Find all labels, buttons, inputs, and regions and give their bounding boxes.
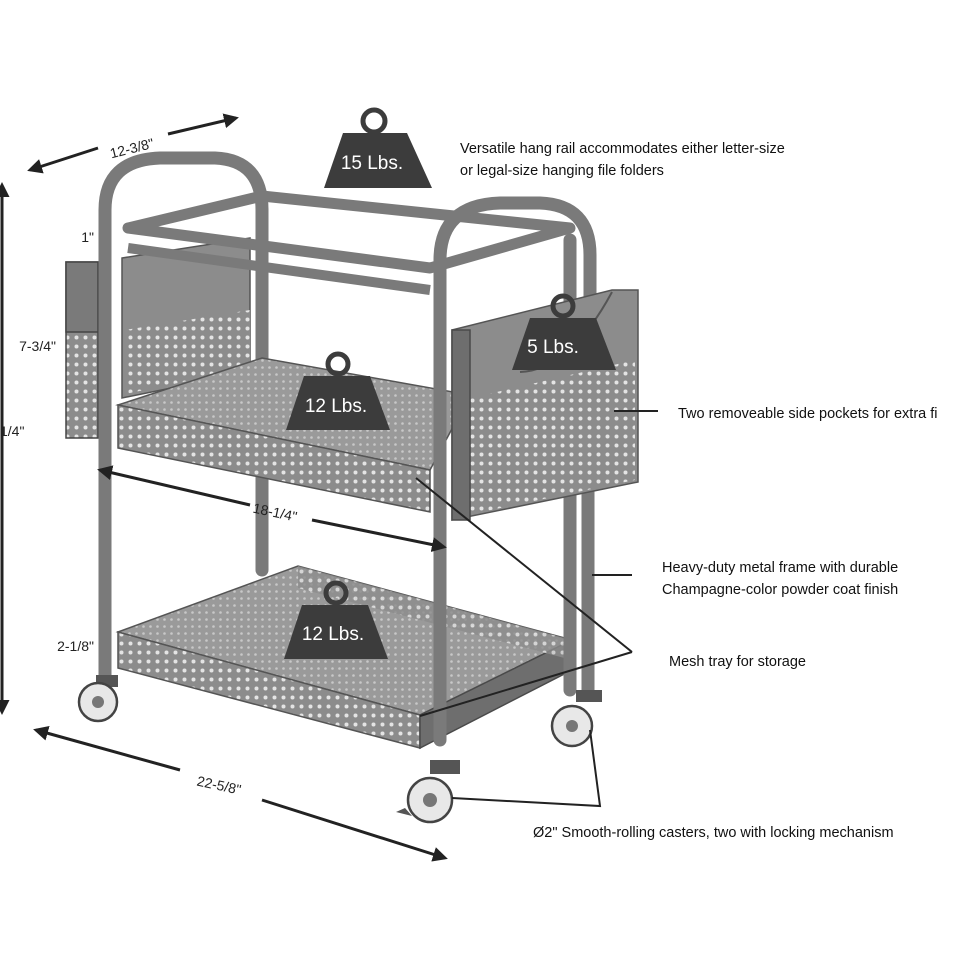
left-handle xyxy=(98,151,269,697)
note-frame-2: Champagne-color powder coat finish xyxy=(662,582,898,598)
rail-height-label: 1" xyxy=(81,229,94,245)
weight-badge-bottom: 12 Lbs. xyxy=(284,580,388,659)
caster-back-right xyxy=(550,690,602,748)
dimension-overall-width: 22-5/8" xyxy=(33,725,448,862)
caster-front-left xyxy=(77,675,119,723)
note-casters: Ø2" Smooth-rolling casters, two with loc… xyxy=(533,825,894,841)
overall-height-label: 1/4" xyxy=(0,423,24,439)
note-hang-rail-2: or legal-size hanging file folders xyxy=(460,163,664,179)
hang-rail xyxy=(122,190,576,295)
weight-label-middle: 12 Lbs. xyxy=(305,396,367,417)
weight-label-pocket: 5 Lbs. xyxy=(527,337,579,358)
note-pockets: Two removeable side pockets for extra fi xyxy=(678,406,938,422)
leader-casters xyxy=(451,729,602,808)
weight-badge-pocket: 5 Lbs. xyxy=(512,293,616,370)
weight-badge-middle: 12 Lbs. xyxy=(286,351,390,430)
note-mesh-tray: Mesh tray for storage xyxy=(669,654,806,670)
leader-mesh-middle xyxy=(415,477,633,653)
overall-width-label: 22-5/8" xyxy=(196,773,243,798)
weight-badge-top: 15 Lbs. xyxy=(324,107,432,188)
weight-label-bottom: 12 Lbs. xyxy=(302,624,364,645)
dimension-height: 1/4" xyxy=(0,182,24,715)
note-hang-rail-1: Versatile hang rail accommodates either … xyxy=(460,141,785,157)
caster-front-right xyxy=(396,760,460,824)
weight-label-top: 15 Lbs. xyxy=(341,153,403,174)
caster-clearance-label: 2-1/8" xyxy=(57,638,94,654)
cart-illustration xyxy=(65,151,639,824)
left-side-pocket xyxy=(65,237,251,439)
right-handle xyxy=(433,196,597,747)
pocket-height-label: 7-3/4" xyxy=(19,338,56,354)
leader-mesh-bottom xyxy=(419,651,633,717)
note-frame-1: Heavy-duty metal frame with durable xyxy=(662,560,898,576)
